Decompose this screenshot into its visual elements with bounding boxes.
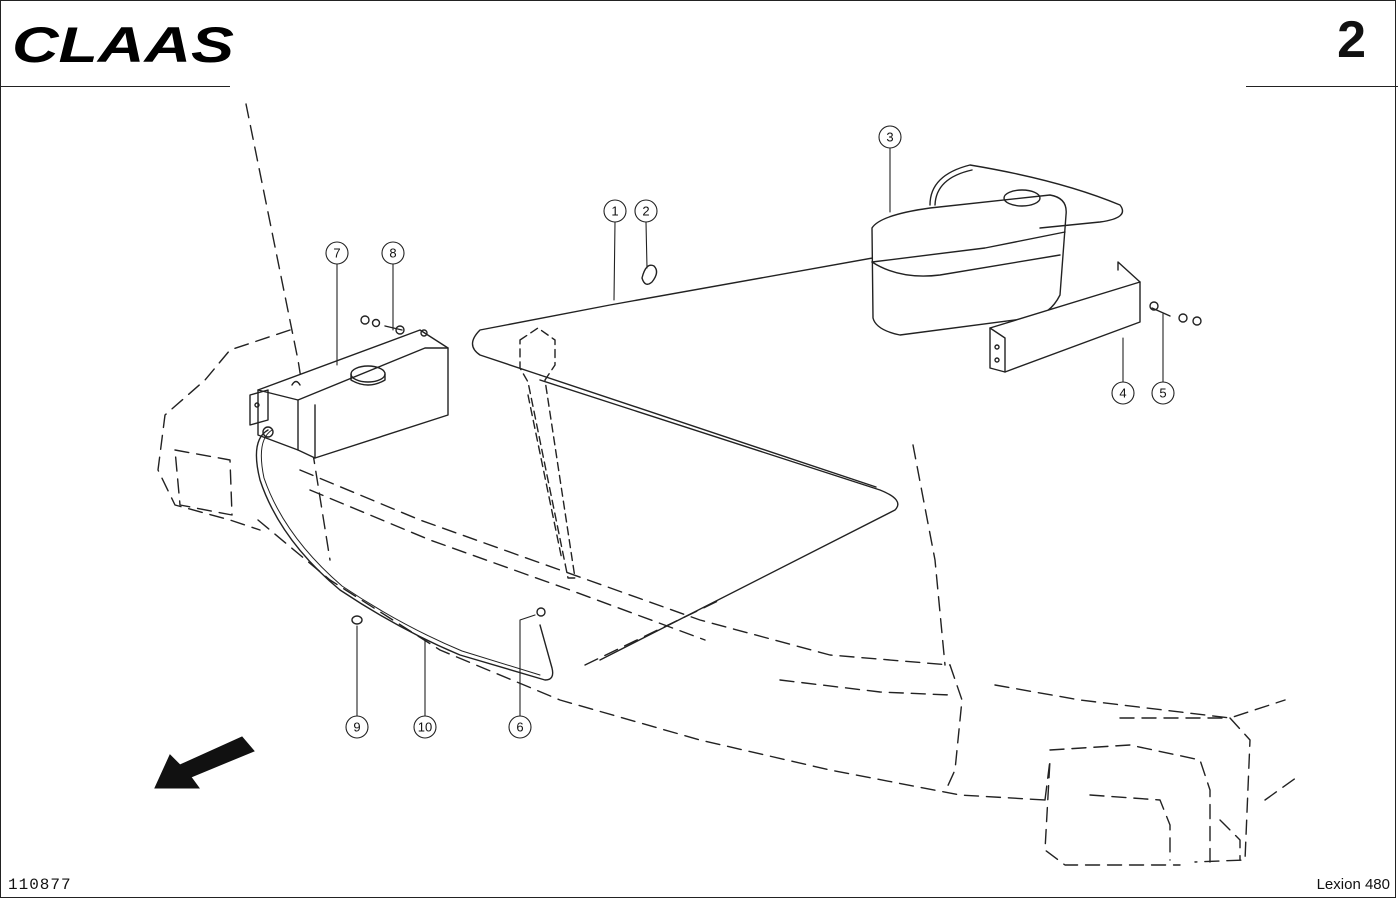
arrow-down-left-icon bbox=[154, 736, 255, 789]
hose-1 bbox=[471, 227, 1041, 376]
reservoir-tank-7 bbox=[249, 329, 449, 459]
callout-label: 4 bbox=[1119, 386, 1126, 401]
callout-label: 9 bbox=[353, 720, 360, 735]
callout-7: 7 bbox=[325, 241, 349, 265]
page-number: 2 bbox=[1337, 11, 1366, 69]
callout-label: 5 bbox=[1159, 386, 1166, 401]
callout-1: 1 bbox=[603, 199, 627, 223]
callout-9: 9 bbox=[345, 715, 369, 739]
callout-4: 4 bbox=[1111, 381, 1135, 405]
screw-8 bbox=[360, 315, 428, 337]
callout-label: 6 bbox=[516, 720, 523, 735]
model-label: Lexion 480 bbox=[1316, 876, 1390, 893]
leader-lines bbox=[336, 147, 1164, 717]
callout-8: 8 bbox=[381, 241, 405, 265]
callout-label: 7 bbox=[333, 246, 340, 261]
header-rule-left bbox=[0, 86, 230, 87]
grommet-9 bbox=[351, 615, 363, 625]
callout-3: 3 bbox=[878, 125, 902, 149]
callout-label: 2 bbox=[642, 204, 649, 219]
hose-10 bbox=[255, 429, 554, 681]
callout-6: 6 bbox=[508, 715, 532, 739]
callout-10: 10 bbox=[413, 715, 437, 739]
bracket-4 bbox=[989, 261, 1141, 373]
callout-2: 2 bbox=[634, 199, 658, 223]
callout-label: 10 bbox=[418, 720, 432, 735]
callout-label: 1 bbox=[611, 204, 618, 219]
callout-5: 5 bbox=[1151, 381, 1175, 405]
header-rule-right bbox=[1246, 86, 1398, 87]
washer-post-outline bbox=[519, 327, 576, 579]
reservoir-tank-3 bbox=[871, 164, 1124, 336]
claas-logo: CLAAS bbox=[12, 18, 234, 70]
logo-text: CLAAS bbox=[12, 18, 234, 70]
screw-5 bbox=[1149, 301, 1202, 326]
callout-label: 8 bbox=[389, 246, 396, 261]
clip-2 bbox=[641, 264, 658, 285]
callout-label: 3 bbox=[886, 130, 893, 145]
drawing-id: 110877 bbox=[8, 876, 72, 894]
clip-6 bbox=[536, 607, 546, 617]
machine-outline bbox=[157, 103, 1301, 866]
